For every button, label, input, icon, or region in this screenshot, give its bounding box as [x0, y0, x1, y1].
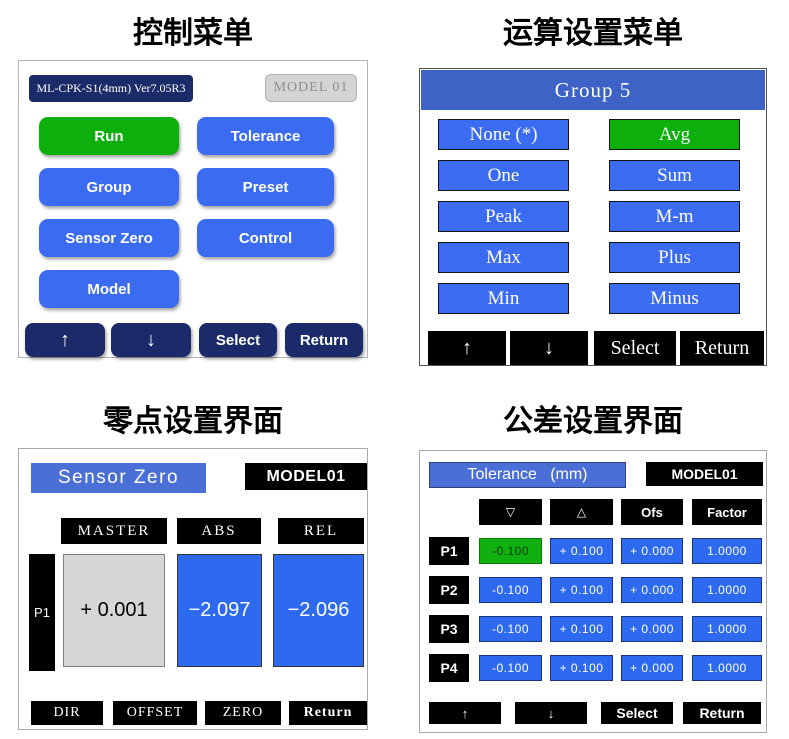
option-none-button[interactable]: None (*)	[438, 119, 569, 150]
upper-limit-column-header: △	[550, 499, 613, 525]
run-button[interactable]: Run	[39, 117, 179, 155]
control-menu-title: 控制菜单	[133, 17, 253, 50]
p1-factor-cell[interactable]: 1.0000	[692, 538, 762, 564]
option-minus-button[interactable]: Minus	[609, 283, 740, 314]
lower-limit-column-header: ▽	[479, 499, 542, 525]
p2-upper-cell[interactable]: + 0.100	[550, 577, 613, 603]
firmware-version-label: ML-CPK-S1(4mm) Ver7.05R3	[29, 75, 193, 102]
tolerance-panel: Tolerance (mm) MODEL01 ▽ △ Ofs Factor P1…	[419, 450, 767, 733]
row-label-p3: P3	[429, 615, 469, 643]
p4-upper-cell[interactable]: + 0.100	[550, 655, 613, 681]
master-value: + 0.001	[63, 554, 165, 667]
select-button[interactable]: Select	[601, 702, 673, 724]
row-label-p1: P1	[429, 537, 469, 565]
tolerance-screen-title: 公差设置界面	[503, 405, 683, 438]
operation-menu-title: 运算设置菜单	[503, 17, 683, 50]
rel-value: −2.096	[273, 554, 364, 667]
channel-label: P1	[29, 554, 55, 671]
sensor-zero-button[interactable]: Sensor Zero	[39, 219, 179, 257]
option-m-m-button[interactable]: M-m	[609, 201, 740, 232]
return-button[interactable]: Return	[289, 701, 367, 725]
zero-button[interactable]: ZERO	[205, 701, 281, 725]
abs-column-header: ABS	[177, 518, 261, 544]
model-label: MODEL01	[646, 462, 763, 486]
p2-factor-cell[interactable]: 1.0000	[692, 577, 762, 603]
p2-lower-cell[interactable]: -0.100	[479, 577, 542, 603]
control-button[interactable]: Control	[197, 219, 334, 257]
factor-column-header: Factor	[692, 499, 762, 525]
option-plus-button[interactable]: Plus	[609, 242, 740, 273]
select-button[interactable]: Select	[594, 331, 676, 365]
return-button[interactable]: Return	[680, 331, 764, 365]
row-label-p4: P4	[429, 654, 469, 682]
p3-ofs-cell[interactable]: + 0.000	[621, 616, 683, 642]
row-label-p2: P2	[429, 576, 469, 604]
sensor-zero-panel: Sensor Zero MODEL01 MASTER ABS REL P1 + …	[18, 448, 368, 730]
p3-upper-cell[interactable]: + 0.100	[550, 616, 613, 642]
model-label: MODEL01	[245, 463, 367, 490]
p4-lower-cell[interactable]: -0.100	[479, 655, 542, 681]
return-button[interactable]: Return	[285, 323, 363, 357]
down-arrow-button[interactable]: ↓	[510, 331, 588, 365]
p3-factor-cell[interactable]: 1.0000	[692, 616, 762, 642]
select-button[interactable]: Select	[199, 323, 277, 357]
offset-button[interactable]: OFFSET	[113, 701, 197, 725]
p4-ofs-cell[interactable]: + 0.000	[621, 655, 683, 681]
up-arrow-button[interactable]: ↑	[429, 702, 501, 724]
offset-column-header: Ofs	[621, 499, 683, 525]
p1-upper-cell[interactable]: + 0.100	[550, 538, 613, 564]
preset-button[interactable]: Preset	[197, 168, 334, 206]
option-max-button[interactable]: Max	[438, 242, 569, 273]
p3-lower-cell[interactable]: -0.100	[479, 616, 542, 642]
group-header: Group 5	[421, 70, 765, 110]
up-arrow-button[interactable]: ↑	[25, 323, 105, 357]
p4-factor-cell[interactable]: 1.0000	[692, 655, 762, 681]
tolerance-header: Tolerance (mm)	[429, 462, 626, 488]
option-one-button[interactable]: One	[438, 160, 569, 191]
control-menu-panel: ML-CPK-S1(4mm) Ver7.05R3 MODEL 01 Run To…	[18, 60, 368, 358]
down-arrow-button[interactable]: ↓	[515, 702, 587, 724]
model-button[interactable]: Model	[39, 270, 179, 308]
p2-ofs-cell[interactable]: + 0.000	[621, 577, 683, 603]
dir-button[interactable]: DIR	[31, 701, 103, 725]
up-arrow-button[interactable]: ↑	[428, 331, 506, 365]
operation-settings-panel: Group 5 None (*) One Peak Max Min Avg Su…	[419, 68, 767, 366]
return-button[interactable]: Return	[683, 702, 761, 724]
abs-value: −2.097	[177, 554, 262, 667]
model-01-button[interactable]: MODEL 01	[265, 74, 357, 102]
option-min-button[interactable]: Min	[438, 283, 569, 314]
tolerance-button[interactable]: Tolerance	[197, 117, 334, 155]
master-column-header: MASTER	[61, 518, 167, 544]
option-peak-button[interactable]: Peak	[438, 201, 569, 232]
down-arrow-button[interactable]: ↓	[111, 323, 191, 357]
sensor-zero-header: Sensor Zero	[31, 463, 206, 493]
p1-ofs-cell[interactable]: + 0.000	[621, 538, 683, 564]
group-button[interactable]: Group	[39, 168, 179, 206]
option-sum-button[interactable]: Sum	[609, 160, 740, 191]
p1-lower-cell[interactable]: -0.100	[479, 538, 542, 564]
option-avg-button[interactable]: Avg	[609, 119, 740, 150]
zero-screen-title: 零点设置界面	[103, 405, 283, 438]
rel-column-header: REL	[278, 518, 364, 544]
